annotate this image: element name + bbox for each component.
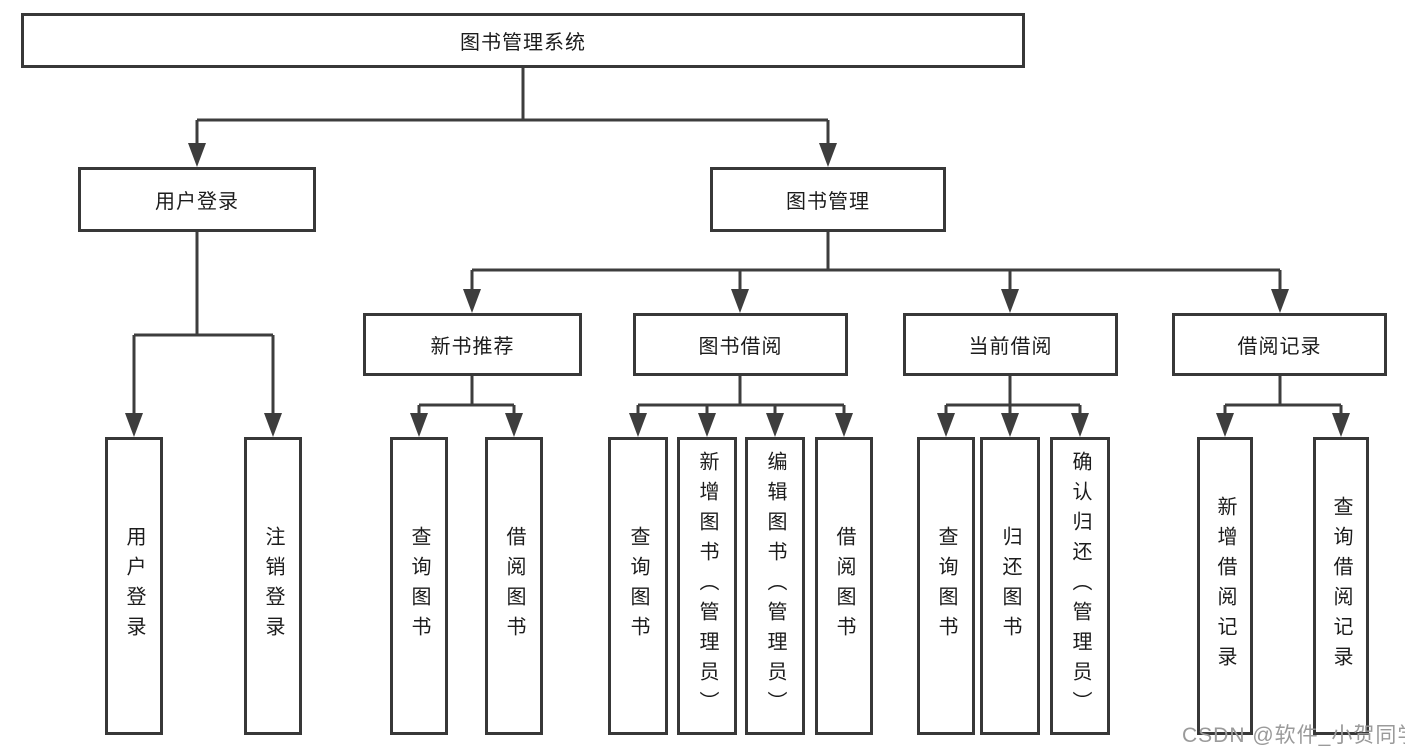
node-borrowing-records: 借阅记录	[1172, 313, 1387, 376]
leaf-query-book-current: 查询图书	[917, 437, 975, 735]
node-user-login-label: 用户登录	[155, 191, 239, 213]
leaf-add-book-admin: 新增图书（管理员）	[677, 437, 737, 735]
leaf-return-book-label: 归还图书	[999, 526, 1021, 646]
leaf-query-book-borrowing: 查询图书	[608, 437, 668, 735]
leaf-query-book-borrowing-label: 查询图书	[627, 526, 649, 646]
node-borrowing-records-label: 借阅记录	[1237, 336, 1322, 358]
node-user-login: 用户登录	[78, 167, 316, 232]
leaf-borrow-book-recommend-label: 借阅图书	[503, 526, 525, 646]
leaf-logout: 注销登录	[244, 437, 302, 735]
leaf-query-borrow-record-label: 查询借阅记录	[1330, 496, 1352, 676]
csdn-watermark: CSDN @软件_小贺同学	[1182, 724, 1405, 747]
leaf-add-borrow-record-label: 新增借阅记录	[1214, 496, 1236, 676]
leaf-user-login-label: 用户登录	[123, 526, 145, 646]
node-current-borrowing-label: 当前借阅	[968, 336, 1053, 358]
leaf-query-book-recommend: 查询图书	[390, 437, 448, 735]
leaf-edit-book-admin-label: 编辑图书（管理员）	[764, 451, 786, 721]
node-book-management-label: 图书管理	[786, 191, 870, 213]
leaf-user-login: 用户登录	[105, 437, 163, 735]
leaf-borrow-book-borrowing: 借阅图书	[815, 437, 873, 735]
node-new-book-recommend-label: 新书推荐	[430, 336, 515, 358]
node-book-borrowing-label: 图书借阅	[698, 336, 783, 358]
leaf-borrow-book-borrowing-label: 借阅图书	[833, 526, 855, 646]
leaf-confirm-return-admin-label: 确认归还（管理员）	[1069, 451, 1091, 721]
node-root: 图书管理系统	[21, 13, 1025, 68]
leaf-add-book-admin-label: 新增图书（管理员）	[696, 451, 718, 721]
leaf-query-book-recommend-label: 查询图书	[408, 526, 430, 646]
leaf-query-book-current-label: 查询图书	[935, 526, 957, 646]
leaf-add-borrow-record: 新增借阅记录	[1197, 437, 1253, 735]
leaf-borrow-book-recommend: 借阅图书	[485, 437, 543, 735]
node-new-book-recommend: 新书推荐	[363, 313, 582, 376]
leaf-logout-label: 注销登录	[262, 526, 284, 646]
node-book-management: 图书管理	[710, 167, 946, 232]
leaf-query-borrow-record: 查询借阅记录	[1313, 437, 1369, 735]
leaf-confirm-return-admin: 确认归还（管理员）	[1050, 437, 1110, 735]
arrowheads	[125, 143, 1350, 437]
node-root-label: 图书管理系统	[460, 32, 586, 54]
node-current-borrowing: 当前借阅	[903, 313, 1118, 376]
leaf-return-book: 归还图书	[980, 437, 1040, 735]
leaf-edit-book-admin: 编辑图书（管理员）	[745, 437, 805, 735]
node-book-borrowing: 图书借阅	[633, 313, 848, 376]
